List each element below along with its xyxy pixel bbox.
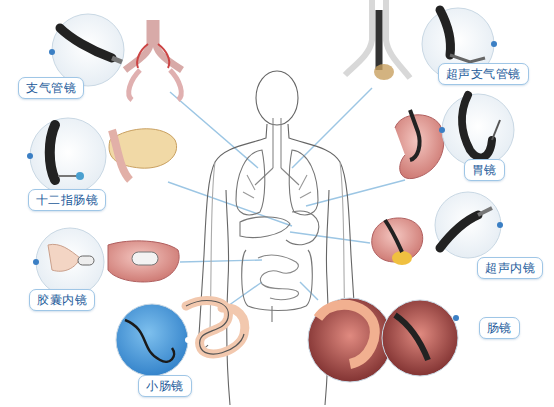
label-text: 支气管镜 bbox=[26, 80, 76, 96]
scope-label: 十二指肠镜 bbox=[28, 189, 107, 211]
label-text: 超声内镜 bbox=[485, 260, 535, 276]
duodenoscope-inset bbox=[27, 118, 177, 194]
scope-label: 肠镜 bbox=[479, 317, 520, 339]
colonoscope-inset bbox=[308, 298, 459, 382]
scope-label: 胶囊内镜 bbox=[29, 289, 95, 311]
scope-label: 小肠镜 bbox=[138, 375, 192, 397]
scope-label: 超声内镜 bbox=[477, 257, 543, 279]
label-text: 十二指肠镜 bbox=[36, 192, 99, 208]
label-text: 小肠镜 bbox=[146, 378, 184, 394]
label-text: 超声支气管镜 bbox=[446, 66, 521, 82]
eus-inset bbox=[372, 192, 503, 265]
capsule-inset bbox=[33, 228, 179, 296]
scope-label: 胃镜 bbox=[464, 159, 505, 181]
label-text: 胃镜 bbox=[472, 162, 497, 178]
scope-label: 支气管镜 bbox=[18, 77, 84, 99]
gastroscope-inset bbox=[395, 94, 514, 179]
enteroscope-inset bbox=[116, 301, 245, 376]
scope-label: 超声支气管镜 bbox=[438, 63, 529, 85]
label-text: 肠镜 bbox=[487, 320, 512, 336]
label-text: 胶囊内镜 bbox=[37, 292, 87, 308]
